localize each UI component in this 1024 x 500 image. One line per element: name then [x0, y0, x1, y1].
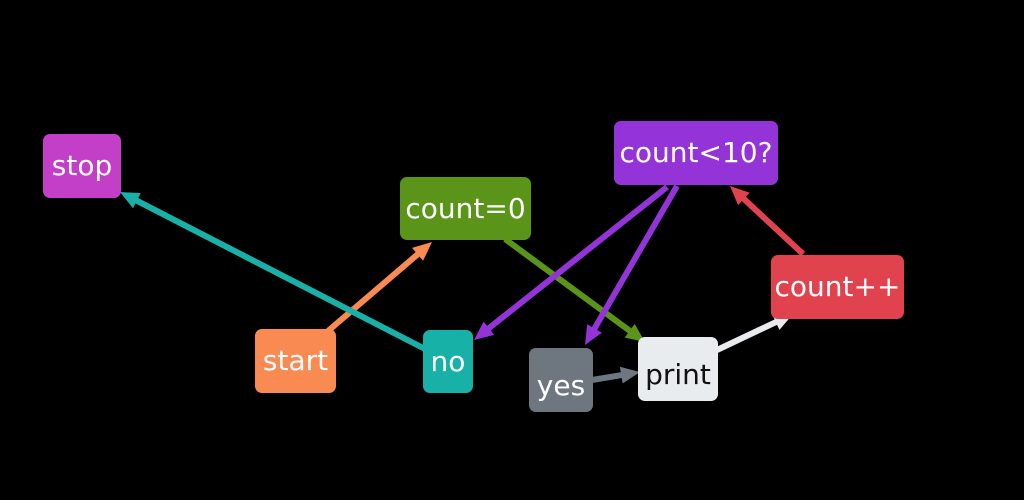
node-stop[interactable]: stop [43, 134, 121, 198]
node-condition-label: count<10? [619, 136, 773, 169]
arrowhead-condition [730, 186, 750, 206]
node-no-label: no [430, 344, 466, 378]
node-yes-label: yes [536, 369, 586, 402]
edge-increment-to-condition [740, 195, 806, 257]
edge-yes-to-print [591, 371, 624, 383]
edge-count0-to-print [503, 236, 634, 335]
node-start-label: start [262, 344, 329, 377]
node-condition[interactable]: count<10? [614, 121, 778, 185]
node-count-init[interactable]: count=0 [400, 177, 531, 240]
edge-condition-to-yes [590, 184, 680, 332]
edge-start-to-count0 [326, 250, 422, 334]
node-yes[interactable]: yes [529, 348, 593, 412]
node-count-increment[interactable]: count++ [771, 255, 904, 319]
arrowhead-count0 [412, 242, 432, 261]
edge-condition-to-no [485, 184, 669, 332]
node-count-init-label: count=0 [405, 191, 526, 225]
edge-no-to-stop [133, 197, 429, 353]
node-print[interactable]: print [638, 337, 718, 401]
node-stop-label: stop [51, 149, 113, 182]
node-print-label: print [645, 358, 711, 391]
node-no[interactable]: no [423, 330, 473, 393]
arrowhead-stop [120, 192, 141, 209]
edge-print-to-increment [715, 318, 779, 353]
node-start[interactable]: start [255, 329, 336, 393]
arrowhead-yes [585, 324, 602, 345]
arrowhead-print [619, 366, 640, 384]
node-count-increment-label: count++ [774, 270, 901, 303]
arrowhead-no [474, 321, 495, 340]
